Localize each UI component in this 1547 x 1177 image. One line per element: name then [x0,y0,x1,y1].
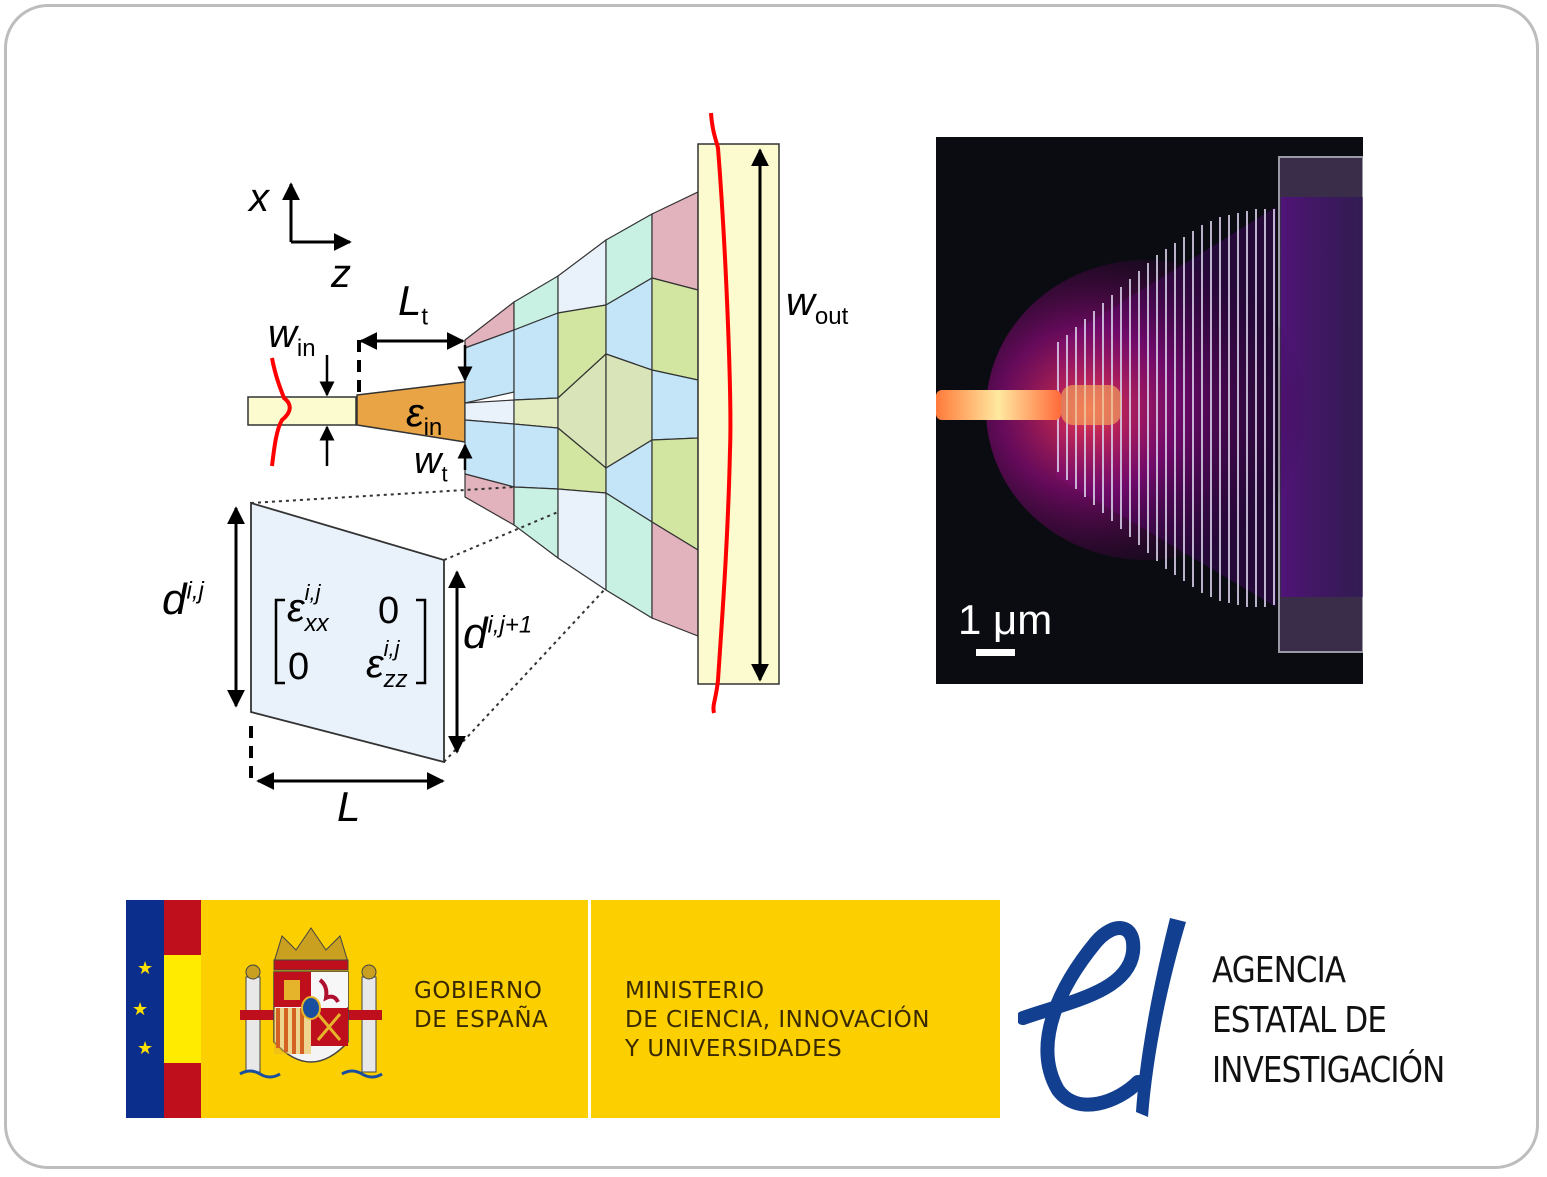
matrix-brackets [274,598,427,685]
coat-of-arms-icon [239,927,383,1079]
eu-flag-strip: ★ ★ ★ [126,900,164,1118]
L-label: L [337,783,361,830]
input-field-profile [270,357,292,467]
dij1-label: di,j+1 [463,609,533,658]
input-beam [936,390,1061,420]
aei-text: AGENCIA ESTATAL DE INVESTIGACIÓN [1212,950,1445,1091]
unit-cell-zoom [250,501,445,764]
axis-z-label: z [331,252,351,296]
dij-label: di,j [162,575,204,624]
scale-bar-label: 1 μm [958,596,1053,643]
axis-arrows [282,182,352,251]
matrix-zero-21: 0 [288,646,310,688]
win-label: win [268,312,316,362]
eu-star-icon: ★ [132,999,149,1019]
spain-flag-red-bottom [164,1063,201,1118]
wt-label: wt [414,440,448,487]
Lt-label: Lt [398,277,429,331]
spain-flag-yellow [164,955,201,1063]
eu-star-icon: ★ [137,958,154,978]
spain-flag-red-top [164,900,201,955]
eu-star-icon: ★ [137,1038,154,1058]
output-slab [697,143,780,685]
grating-cells [464,191,699,637]
aei-logo-icon [1018,918,1186,1117]
axis-x-label: x [249,176,269,220]
matrix-zero-12: 0 [378,590,400,632]
wout-label: wout [786,280,849,330]
scale-bar [976,649,1015,656]
eps-in-label: εin [406,391,443,441]
zoom-guides [250,486,607,763]
gobierno-text: GOBIERNO DE ESPAÑA [414,978,549,1033]
banner-divider [588,900,591,1118]
ministerio-text: MINISTERIO DE CIENCIA, INNOVACIÓN Y UNIV… [625,978,930,1062]
output-field-profile [709,112,733,714]
field-micrograph [936,137,1363,684]
input-waveguide [247,396,357,426]
gobierno-banner: ★ ★ ★ GOBIER [126,900,1000,1118]
matrix-eps-zz: ε i,j zz [366,636,408,693]
matrix-eps-xx: ε i,j xx [287,580,329,637]
